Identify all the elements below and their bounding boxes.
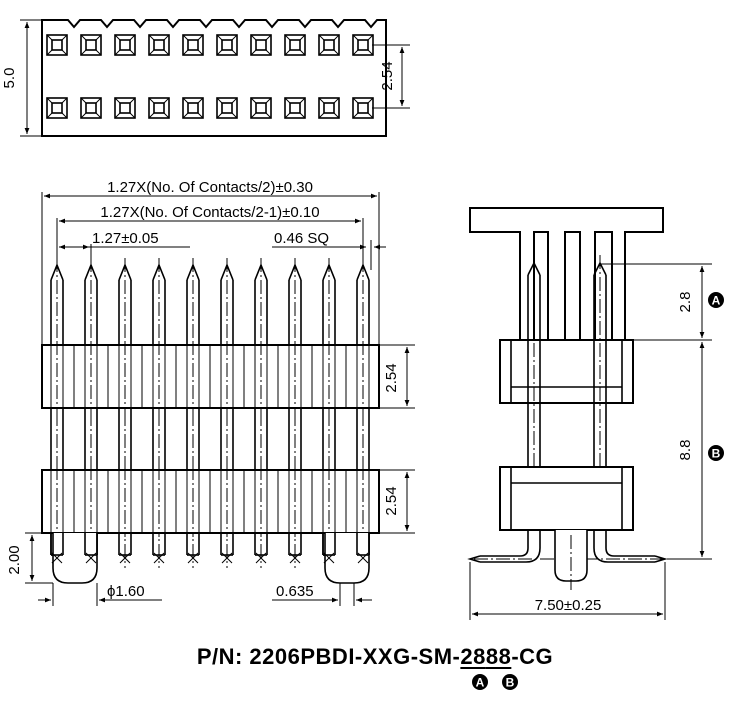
pad-icon [284, 97, 306, 119]
pad-icon [80, 34, 102, 56]
side-upper-body [499, 339, 634, 404]
pad-icon [250, 34, 272, 56]
pad-icon [250, 97, 272, 119]
pad-icon [318, 97, 340, 119]
side-lower-body [499, 466, 634, 531]
pad-icon [114, 34, 136, 56]
svg-text:B: B [506, 676, 515, 690]
pn-marker-b-icon: B [502, 674, 518, 690]
pad-icon [46, 34, 68, 56]
top-view: 5.0 2.54 [1, 19, 410, 137]
dim-body-upper-label: 2.54 [383, 363, 400, 392]
pad-icon [148, 34, 170, 56]
pad-icon [182, 97, 204, 119]
pad-icon [114, 97, 136, 119]
pad-icon [352, 97, 374, 119]
svg-text:B: B [712, 447, 721, 461]
dim-b-label: 8.8 [677, 440, 694, 461]
dim-row-pitch-label: 2.54 [379, 61, 396, 90]
dim-body-lower-label: 2.54 [383, 486, 400, 515]
dim-peg-height-label: 2.00 [6, 545, 23, 574]
pad-icon [148, 97, 170, 119]
dim-a-label: 2.8 [677, 292, 694, 313]
side-view: 2.8 8.8 A B 7.50±0.25 [467, 207, 724, 620]
dim-overall-length-label: 1.27X(No. Of Contacts/2)±0.30 [107, 179, 313, 196]
top-view-pads [46, 34, 374, 119]
top-view-outline [41, 19, 387, 137]
part-number-code-a: 28 [460, 644, 486, 669]
pn-marker-a-icon: A [472, 674, 488, 690]
svg-text:A: A [476, 676, 485, 690]
marker-a-icon: A [708, 292, 724, 308]
dim-height-label: 5.0 [1, 68, 18, 89]
dim-pin-span-label: 1.27X(No. Of Contacts/2-1)±0.10 [100, 204, 319, 221]
dim-pin-size-label: 0.46 SQ [274, 230, 329, 247]
dim-width-label: 7.50±0.25 [535, 597, 602, 614]
dim-pitch-label: 1.27±0.05 [92, 230, 159, 247]
pad-icon [182, 34, 204, 56]
pad-icon [284, 34, 306, 56]
left-peg [52, 533, 98, 584]
marker-b-icon: B [708, 445, 724, 461]
front-view: 1.27X(No. Of Contacts/2)±0.30 1.27X(No. … [6, 179, 415, 606]
pad-icon [216, 34, 238, 56]
pad-icon [352, 34, 374, 56]
part-number: P/N: 2206PBDI-XXG-SM-2888-CG [0, 644, 750, 670]
dim-peg-diameter-label: ϕ1.60 [107, 583, 145, 600]
right-peg [324, 533, 370, 584]
dim-tail-label: 0.635 [276, 583, 314, 600]
part-number-prefix: P/N: 2206PBDI-XXG-SM- [196, 644, 461, 669]
pad-icon [216, 97, 238, 119]
side-cap [469, 207, 664, 341]
part-number-code-b: 88 [485, 644, 512, 669]
pad-icon [80, 97, 102, 119]
svg-text:A: A [712, 294, 721, 308]
part-number-suffix: -CG [511, 644, 554, 669]
pad-icon [318, 34, 340, 56]
pad-icon [46, 97, 68, 119]
